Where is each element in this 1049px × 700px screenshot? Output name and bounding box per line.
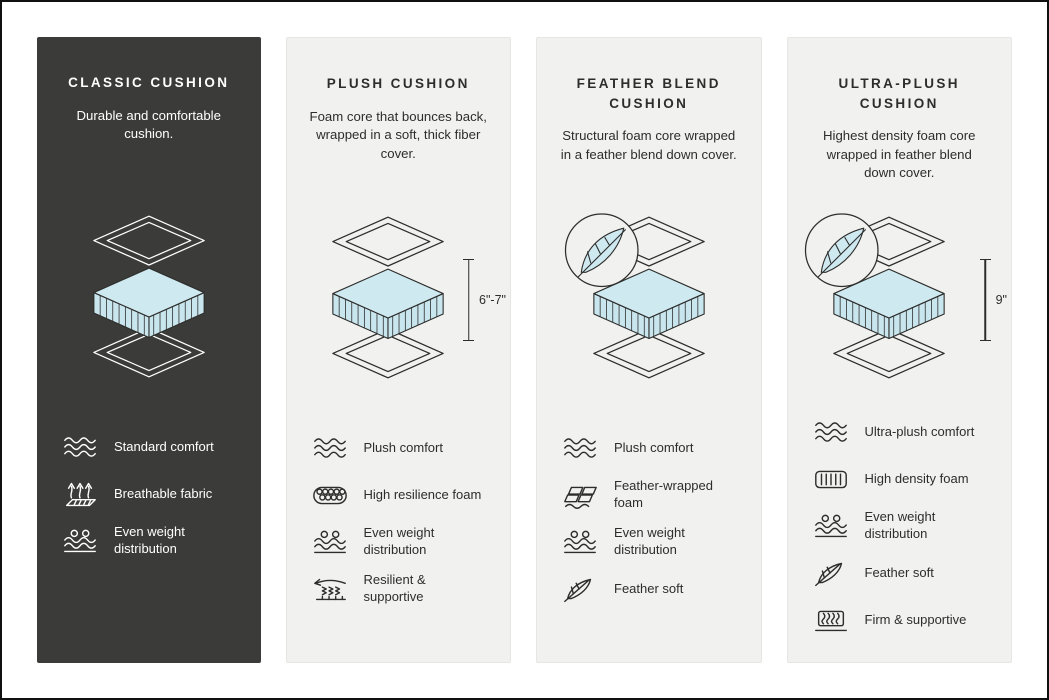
feather-badge xyxy=(564,213,639,288)
cushion-exploded-view xyxy=(92,215,205,378)
feature-item: Feather soft xyxy=(559,571,739,607)
card-header: PLUSH CUSHION Foam core that bounces bac… xyxy=(309,74,489,186)
feature-label: High resilience foam xyxy=(363,486,482,502)
feature-item: Ultra-plush comfort xyxy=(810,414,990,450)
card-description: Highest density foam core wrapped in fea… xyxy=(823,128,976,181)
feature-item: Standard comfort xyxy=(59,429,239,465)
card-description: Durable and comfortable cushion. xyxy=(76,107,221,142)
height-label: 9" xyxy=(995,293,1007,307)
waves-icon xyxy=(559,433,601,463)
cushion-bottom-cover xyxy=(92,327,205,378)
card-description: Structural foam core wrapped in a feathe… xyxy=(560,128,737,162)
feature-label: Even weight distribution xyxy=(363,525,435,557)
feature-label: Feather soft xyxy=(864,564,934,580)
card-title: FEATHER BLEND CUSHION xyxy=(576,76,721,111)
feather-icon xyxy=(559,574,601,604)
feature-list: Plush comfort High resilience foam Even … xyxy=(309,430,489,607)
cushion-diagram: 6"-7" xyxy=(309,210,506,414)
feature-label: High density foam xyxy=(864,470,969,486)
feature-item: Feather soft xyxy=(810,555,990,591)
feature-label: Plush comfort xyxy=(363,439,443,455)
cushion-card-classic: CLASSIC CUSHION Durable and comfortable … xyxy=(37,37,261,663)
weight-distribution-icon xyxy=(810,511,852,541)
card-description: Foam core that bounces back, wrapped in … xyxy=(309,108,487,161)
cushion-card-feather-blend: FEATHER BLEND CUSHION Structural foam co… xyxy=(536,37,762,663)
measurement-bracket xyxy=(979,259,991,341)
cushion-exploded-view xyxy=(804,213,945,379)
feature-item: Even weight distribution xyxy=(59,523,239,559)
cushion-top-cover xyxy=(331,216,444,267)
feature-label: Plush comfort xyxy=(614,439,694,455)
feature-item: Breathable fabric xyxy=(59,476,239,512)
measurement-bracket xyxy=(463,259,475,341)
cushion-card-plush: PLUSH CUSHION Foam core that bounces bac… xyxy=(285,37,511,663)
density-icon xyxy=(810,464,852,494)
cushion-card-ultra-plush: ULTRA-PLUSH CUSHION Highest density foam… xyxy=(786,37,1012,663)
cushion-bottom-cover xyxy=(331,328,444,379)
waves-icon xyxy=(59,432,101,462)
cushion-exploded-view xyxy=(564,213,705,379)
feature-list: Ultra-plush comfort High density foam Ev… xyxy=(810,414,990,638)
cushion-diagram xyxy=(59,209,239,413)
card-header: FEATHER BLEND CUSHION Structural foam co… xyxy=(559,74,739,186)
feature-item: Firm & supportive xyxy=(810,602,990,638)
card-title: PLUSH CUSHION xyxy=(326,76,470,91)
feature-label: Feather soft xyxy=(614,580,684,596)
breathable-fabric-icon xyxy=(59,479,101,509)
height-label: 6"-7" xyxy=(479,293,506,307)
feature-label: Even weight distribution xyxy=(864,509,936,541)
feature-label: Standard comfort xyxy=(114,438,214,454)
card-title: CLASSIC CUSHION xyxy=(68,75,230,90)
feature-label: Firm & supportive xyxy=(864,611,967,627)
feature-label: Breathable fabric xyxy=(114,485,213,501)
feature-label: Even weight distribution xyxy=(114,524,185,556)
bricks-icon xyxy=(559,480,601,510)
feature-label: Ultra-plush comfort xyxy=(864,423,975,439)
height-measurement: 9" xyxy=(979,259,1007,341)
cushion-top-cover xyxy=(92,215,205,266)
waves-icon xyxy=(309,433,351,463)
weight-distribution-icon xyxy=(59,526,101,556)
card-header: CLASSIC CUSHION Durable and comfortable … xyxy=(59,73,239,185)
coil-icon xyxy=(810,605,852,635)
feature-label: Feather-wrapped foam xyxy=(614,478,713,510)
card-header: ULTRA-PLUSH CUSHION Highest density foam… xyxy=(810,74,990,186)
foam-bubbles-icon xyxy=(309,480,351,510)
height-measurement: 6"-7" xyxy=(463,259,506,341)
feather-icon xyxy=(810,558,852,588)
cushion-diagram: 9" xyxy=(804,210,1007,398)
feature-item: Even weight distribution xyxy=(810,508,990,544)
feature-item: Even weight distribution xyxy=(559,524,739,560)
feature-list: Plush comfort Feather-wrapped foam Even … xyxy=(559,430,739,607)
feature-item: High resilience foam xyxy=(309,477,489,513)
cushion-foam-core xyxy=(93,267,205,339)
feature-item: Plush comfort xyxy=(559,430,739,466)
spring-icon xyxy=(309,574,351,604)
feature-item: Even weight distribution xyxy=(309,524,489,560)
waves-icon xyxy=(810,417,852,447)
feature-item: Resilient & supportive xyxy=(309,571,489,607)
feature-item: Plush comfort xyxy=(309,430,489,466)
weight-distribution-icon xyxy=(559,527,601,557)
weight-distribution-icon xyxy=(309,527,351,557)
cushion-exploded-view xyxy=(331,216,444,379)
feather-badge xyxy=(804,213,879,288)
feature-label: Even weight distribution xyxy=(614,525,685,557)
feature-item: Feather-wrapped foam xyxy=(559,477,739,513)
cushion-diagram xyxy=(559,210,739,414)
cushion-bottom-cover xyxy=(592,328,705,379)
card-title: ULTRA-PLUSH CUSHION xyxy=(838,76,960,111)
cushion-bottom-cover xyxy=(832,328,945,379)
feature-list: Standard comfort Breathable fabric xyxy=(59,429,239,559)
feature-label: Resilient & supportive xyxy=(363,572,426,604)
feature-item: High density foam xyxy=(810,461,990,497)
cushion-foam-core xyxy=(331,268,444,340)
